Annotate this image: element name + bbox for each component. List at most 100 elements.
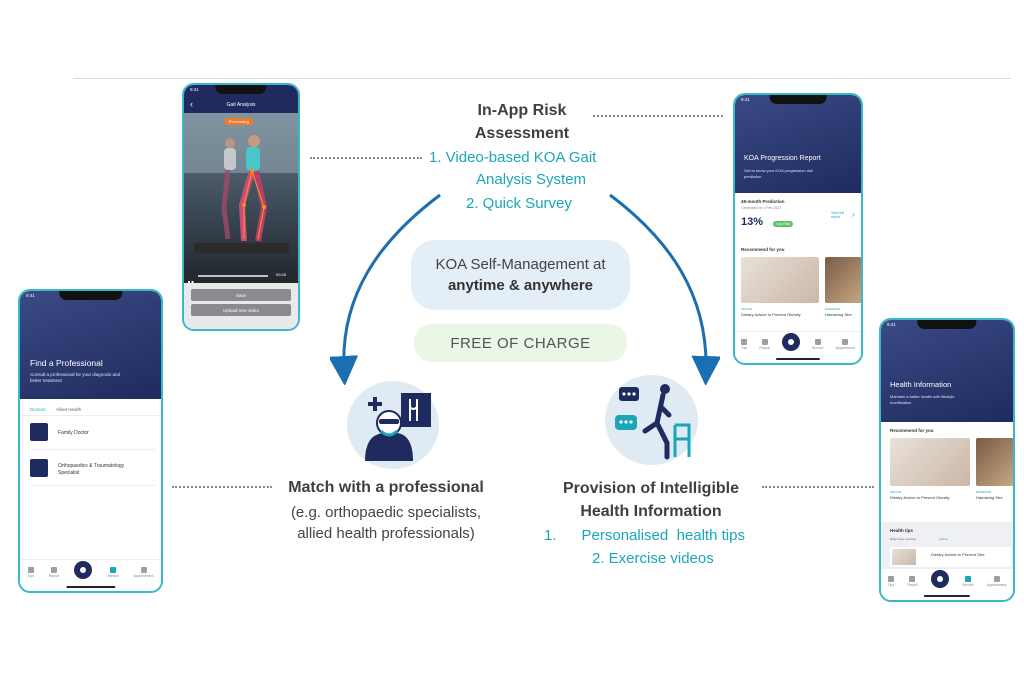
risk-title-line: Assessment: [474, 125, 570, 142]
tip-title[interactable]: Dietary Advice to Prevent Obe: [931, 552, 985, 557]
health-title: Health Information: [890, 380, 952, 389]
video-progress[interactable]: [198, 275, 268, 277]
report-subtitle: Get to know your KOA progression risk pr…: [744, 168, 813, 179]
professional-title: Find a Professional: [30, 358, 103, 368]
back-icon[interactable]: ‹: [190, 99, 193, 109]
card-image[interactable]: [976, 438, 1013, 486]
card-title[interactable]: Dietary Advice to Prevent Obesity: [741, 312, 801, 317]
tab-appointment[interactable]: Appointment: [134, 567, 153, 578]
exercise-icon: [605, 375, 698, 465]
tab-doctors[interactable]: Doctors: [30, 407, 46, 412]
profile-button[interactable]: [781, 332, 800, 351]
pause-icon[interactable]: [188, 273, 196, 286]
connector-gait: [310, 157, 422, 159]
card-title[interactable]: Hamstring Stre: [976, 495, 1003, 500]
connector-professional: [172, 486, 272, 488]
plus-icon: [814, 339, 821, 345]
health-subtitle: Maintain a better health with lifestyle …: [890, 394, 955, 405]
status-time: 9:41: [887, 322, 896, 327]
professional-hero: [20, 291, 161, 399]
card-title[interactable]: Hamstring Stre: [825, 312, 852, 317]
tab-bar: Tips Report Service Appointment: [20, 559, 161, 585]
tip-card[interactable]: [890, 547, 1012, 567]
tab-report[interactable]: Report: [49, 567, 59, 578]
arrow-left: [330, 193, 441, 385]
plus-icon: [110, 567, 117, 573]
list-item[interactable]: Family Doctor: [58, 430, 89, 436]
card-category: EXERCISE: [976, 490, 992, 494]
center-line-bold: anytime & anywhere: [447, 277, 594, 294]
tips-tab-advice[interactable]: Advice: [939, 537, 949, 541]
home-indicator: [923, 595, 971, 597]
connector-health: [762, 486, 874, 488]
card-title[interactable]: Dietary Advice to Prevent Obesity: [890, 495, 950, 500]
card-category: EXERCISE: [825, 307, 841, 311]
chevron-right-icon[interactable]: ›: [852, 210, 855, 219]
phone-notch: [769, 95, 827, 104]
plus-icon: [964, 576, 971, 582]
gait-video[interactable]: Processing 00:28: [184, 113, 298, 286]
arrow-right: [609, 193, 720, 385]
prediction-label: 48-month Prediction: [741, 199, 785, 204]
tab-appointment[interactable]: Appointment: [987, 576, 1006, 587]
match-title: Match with a professional: [288, 479, 484, 496]
tab-report[interactable]: Report: [907, 576, 918, 587]
phone-progression-report: 9:41 KOA Progression Report Get to know …: [733, 93, 863, 365]
divider: [30, 449, 155, 450]
upload-video-button[interactable]: Upload new video: [191, 304, 291, 316]
tip-thumbnail: [892, 549, 916, 565]
save-button[interactable]: Save: [191, 289, 291, 301]
info-title-line: Health Information: [580, 503, 722, 520]
risk-tag: Low Risk: [773, 221, 794, 227]
bulb-icon: [741, 339, 748, 345]
profile-button[interactable]: [74, 560, 93, 579]
processing-badge: Processing: [225, 118, 253, 125]
tab-tips[interactable]: Tips: [27, 567, 34, 578]
bulb-icon: [27, 567, 34, 573]
card-image[interactable]: [825, 257, 861, 303]
tab-appointment[interactable]: Appointment: [835, 339, 855, 350]
phone-notch: [215, 85, 267, 94]
prediction-date: Generated on 1 Feb 2022: [741, 206, 782, 210]
tab-report[interactable]: Report: [759, 339, 770, 350]
info-item-2: 2. Exercise videos: [592, 550, 714, 567]
phone-health-information: 9:41 Health Information Maintain a bette…: [879, 318, 1015, 602]
list-item[interactable]: Orthopaedics & Traumatology Specialist: [58, 463, 125, 476]
phone-find-professional: 9:41 Find a Professional Consult a profe…: [18, 289, 163, 593]
tab-allied-health[interactable]: Allied Health: [56, 407, 82, 412]
divider: [30, 485, 155, 486]
status-time: 9:41: [741, 97, 750, 102]
risk-item-2: 2. Quick Survey: [466, 195, 572, 212]
calendar-icon: [993, 576, 1000, 582]
doctor-icon: [347, 381, 439, 469]
video-time: 00:28: [276, 272, 287, 277]
recommend-heading: Recommend for you: [741, 247, 785, 252]
report-hero: [735, 95, 861, 193]
status-time: 9:41: [26, 293, 35, 298]
risk-title: In-App Risk Assessment: [440, 99, 604, 145]
divider: [20, 415, 161, 416]
tips-heading: Health tips: [890, 528, 914, 533]
treadmill-scene: [184, 113, 298, 253]
connector-report: [593, 115, 723, 117]
report-icon: [909, 576, 916, 582]
card-category: ADVICE: [890, 490, 902, 494]
tab-service[interactable]: Service: [812, 339, 823, 350]
tab-tips[interactable]: Tips: [741, 339, 747, 350]
tab-service[interactable]: Service: [107, 567, 119, 578]
risk-item-1-cont: Analysis System: [476, 171, 587, 188]
tab-service[interactable]: Service: [962, 576, 974, 587]
calendar-icon: [842, 339, 849, 345]
flow-arrows: [330, 193, 720, 385]
recommend-heading: Recommend for you: [890, 428, 934, 433]
bone-icon: [30, 459, 48, 477]
profile-button[interactable]: [930, 569, 949, 588]
card-image[interactable]: [741, 257, 819, 303]
tips-tab-exercise[interactable]: Daily knee exercise: [890, 537, 917, 541]
card-image[interactable]: [890, 438, 970, 486]
view-report-link[interactable]: View full report: [831, 211, 844, 219]
gait-title: Gait Analysis: [226, 102, 256, 108]
calendar-icon: [140, 567, 147, 573]
tab-tips[interactable]: Tips: [888, 576, 894, 587]
report-title: KOA Progression Report: [744, 155, 821, 162]
